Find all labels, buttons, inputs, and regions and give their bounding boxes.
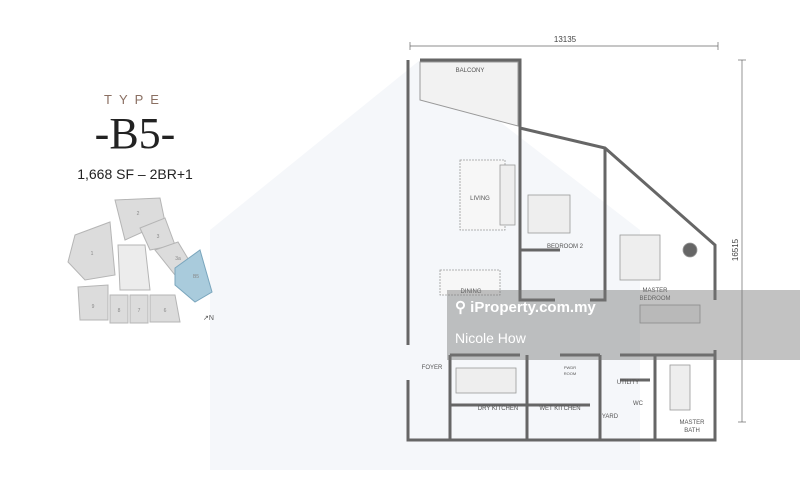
key-label-3a: 3a (175, 256, 181, 262)
key-label-3: 3 (157, 234, 160, 240)
furniture (439, 159, 701, 411)
type-label: TYPE (104, 92, 166, 107)
key-unit-9 (77, 284, 109, 321)
balcony-area (419, 61, 519, 127)
key-unit-8 (109, 294, 129, 324)
master-bed (619, 234, 661, 281)
room-master-bedroom-1: MASTER (642, 288, 668, 294)
key-plan: 1 2 3 3a B5 9 8 7 6 ↗N (67, 197, 214, 324)
dimension-lines (409, 42, 746, 423)
key-label-7: 7 (138, 308, 141, 314)
room-powder-1: PWDR (564, 365, 576, 370)
north-arrow-icon: ↗N (203, 315, 214, 322)
width-dimension: 13135 (554, 35, 577, 44)
key-label-9: 9 (92, 304, 95, 310)
room-wet-kitchen: WET KITCHEN (539, 406, 580, 412)
room-wc: WC (633, 401, 644, 407)
master-wardrobe (639, 304, 701, 324)
watermark-site: ⚲ iProperty.com.my (455, 298, 596, 316)
lamp (682, 242, 698, 258)
room-powder-2: ROOM (564, 371, 576, 376)
bathtub (669, 364, 691, 411)
room-utility: UTILITY (617, 380, 639, 386)
room-bedroom-2: BEDROOM 2 (547, 244, 584, 250)
key-unit-7 (129, 294, 149, 324)
living-rug (459, 159, 506, 231)
room-dry-kitchen: DRY KITCHEN (478, 406, 518, 412)
location-pin-icon: ⚲ (455, 299, 466, 316)
room-foyer: FOYER (422, 365, 443, 371)
dining-table (439, 269, 501, 296)
key-label-1: 1 (91, 251, 94, 257)
bedroom2-bed (527, 194, 571, 234)
background-house-watermark (210, 60, 640, 470)
room-master-bath-1: MASTER (679, 420, 705, 426)
key-label-6: 6 (164, 308, 167, 314)
key-core (117, 244, 151, 291)
key-unit-b5 (174, 249, 213, 303)
key-label-8: 8 (118, 308, 121, 314)
kitchen-island (455, 367, 517, 394)
room-yard: YARD (602, 414, 619, 420)
walls (406, 58, 717, 442)
key-label-b5: B5 (193, 274, 199, 280)
room-dining: DINING (461, 289, 482, 295)
key-unit-6 (149, 294, 181, 323)
watermark-site-text: iProperty.com.my (470, 299, 596, 316)
room-balcony: BALCONY (456, 68, 485, 74)
unit-size-summary: 1,668 SF – 2BR+1 (77, 166, 193, 182)
room-living: LIVING (470, 196, 490, 202)
unit-type-name: -B5- (94, 109, 176, 158)
room-master-bedroom-2: BEDROOM (639, 296, 670, 302)
sofa (499, 164, 516, 226)
depth-dimension: 16515 (731, 238, 740, 261)
watermark-band (447, 290, 800, 360)
key-unit-1 (67, 221, 116, 281)
room-master-bath-2: BATH (684, 428, 700, 434)
watermark-agent: Nicole How (455, 330, 526, 346)
key-label-2: 2 (137, 211, 140, 217)
